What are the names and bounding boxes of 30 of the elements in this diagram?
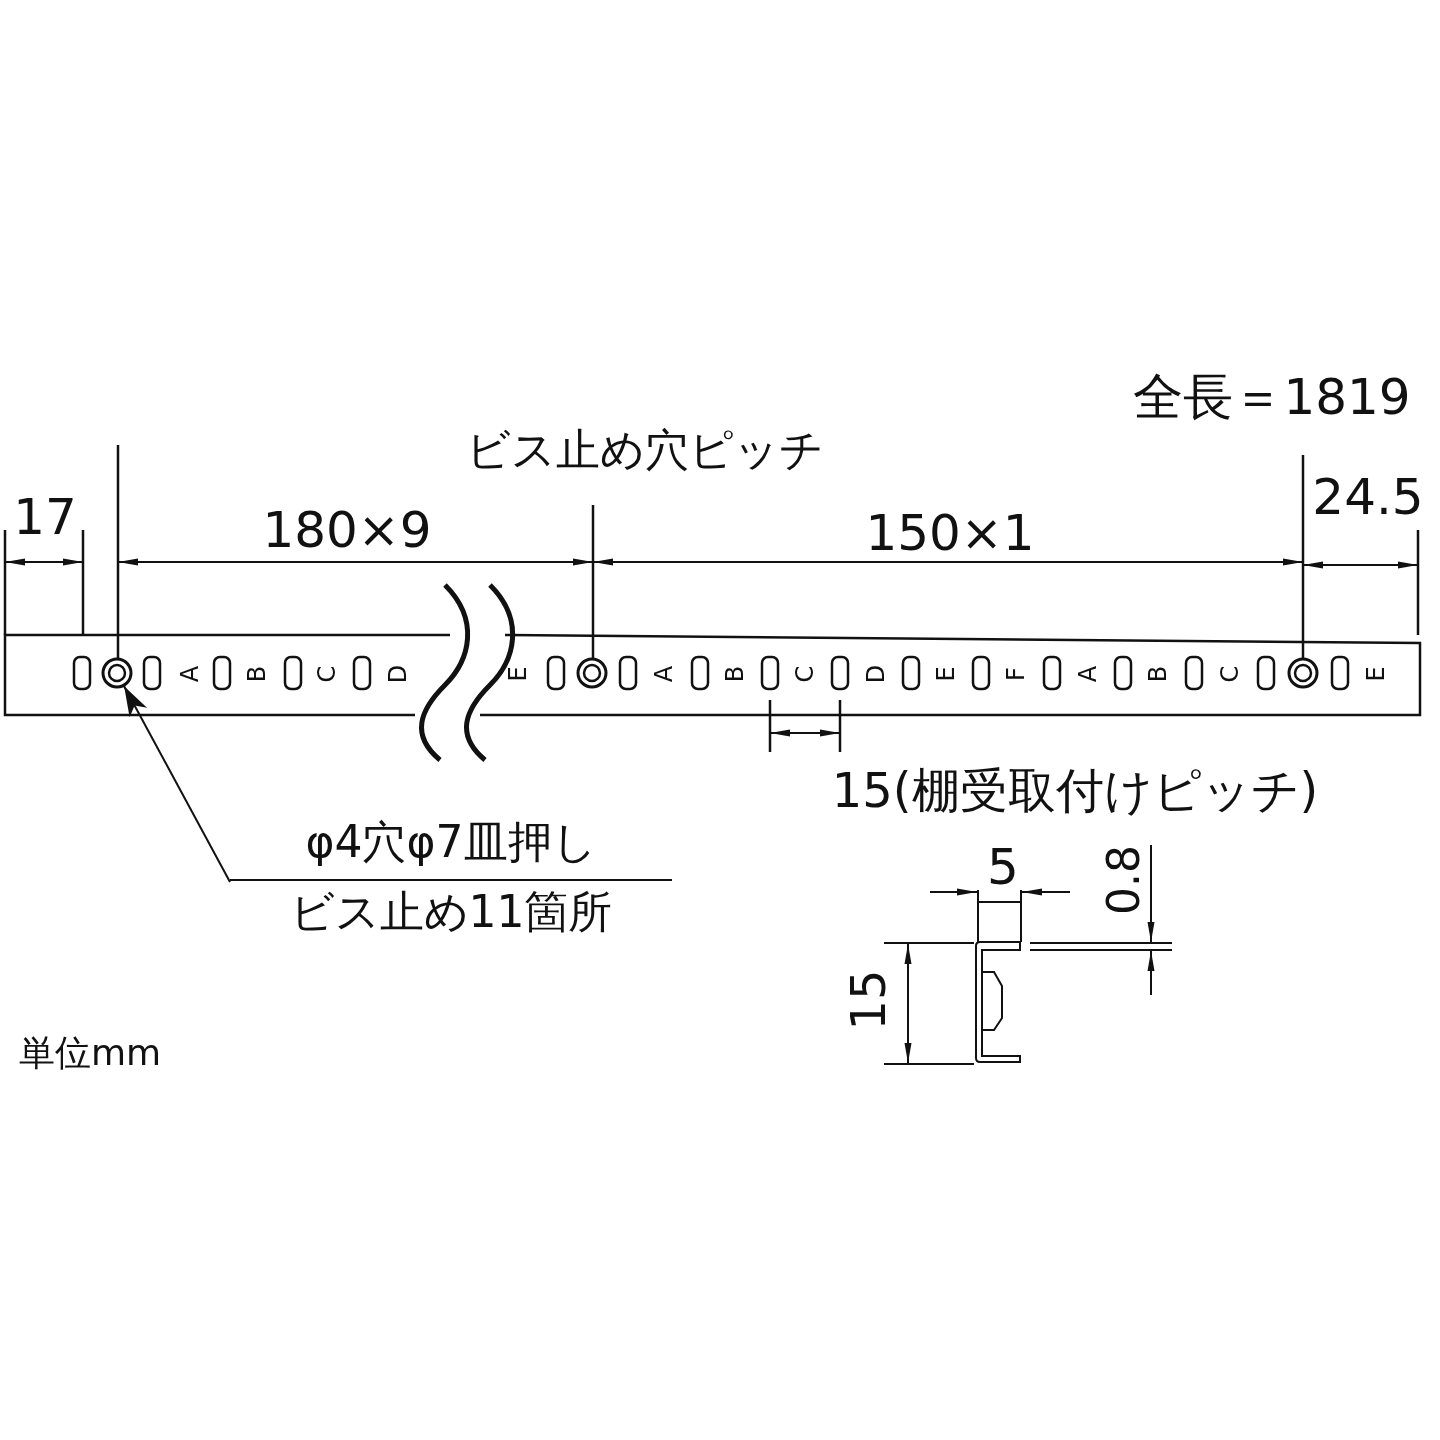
- dimension-label: 0.8: [1102, 845, 1146, 915]
- slot-letter: A: [1076, 665, 1100, 683]
- dimension-label: 全長＝1819: [1133, 372, 1411, 422]
- dimension-label: 180×9: [262, 505, 432, 555]
- slot-letter: A: [178, 665, 202, 683]
- dimension-label: 24.5: [1312, 472, 1424, 522]
- dimension-label: 5: [987, 842, 1019, 892]
- dimension-label: 15: [844, 969, 892, 1031]
- dimension-label: 15(棚受取付けピッチ): [831, 766, 1319, 814]
- slot-letter: B: [1146, 665, 1170, 683]
- screw-hole-icon: [101, 657, 133, 689]
- note-text: φ4穴φ7皿押し: [304, 820, 598, 864]
- dimension-label: 17: [13, 492, 77, 542]
- slot-letter: C: [1218, 665, 1242, 683]
- slot-letter: E: [1364, 666, 1388, 682]
- dimension-label: 150×1: [865, 508, 1035, 558]
- slot-letter: B: [245, 665, 269, 683]
- slot-letter: D: [864, 664, 888, 684]
- slot-letter: E: [506, 666, 530, 682]
- slot-letter: B: [723, 665, 747, 683]
- unit-note: 単位mm: [18, 1035, 162, 1071]
- leader-line: [123, 685, 231, 883]
- slot-letter: D: [386, 664, 410, 684]
- slot-letter: A: [652, 665, 676, 683]
- slot-letter: C: [793, 665, 817, 683]
- slot-letter: C: [315, 665, 339, 683]
- dimension-label: ビス止め穴ピッチ: [466, 428, 824, 472]
- slot-letter: E: [934, 666, 958, 682]
- note-text: ビス止め11箇所: [288, 890, 614, 934]
- slot-letter: F: [1004, 667, 1028, 681]
